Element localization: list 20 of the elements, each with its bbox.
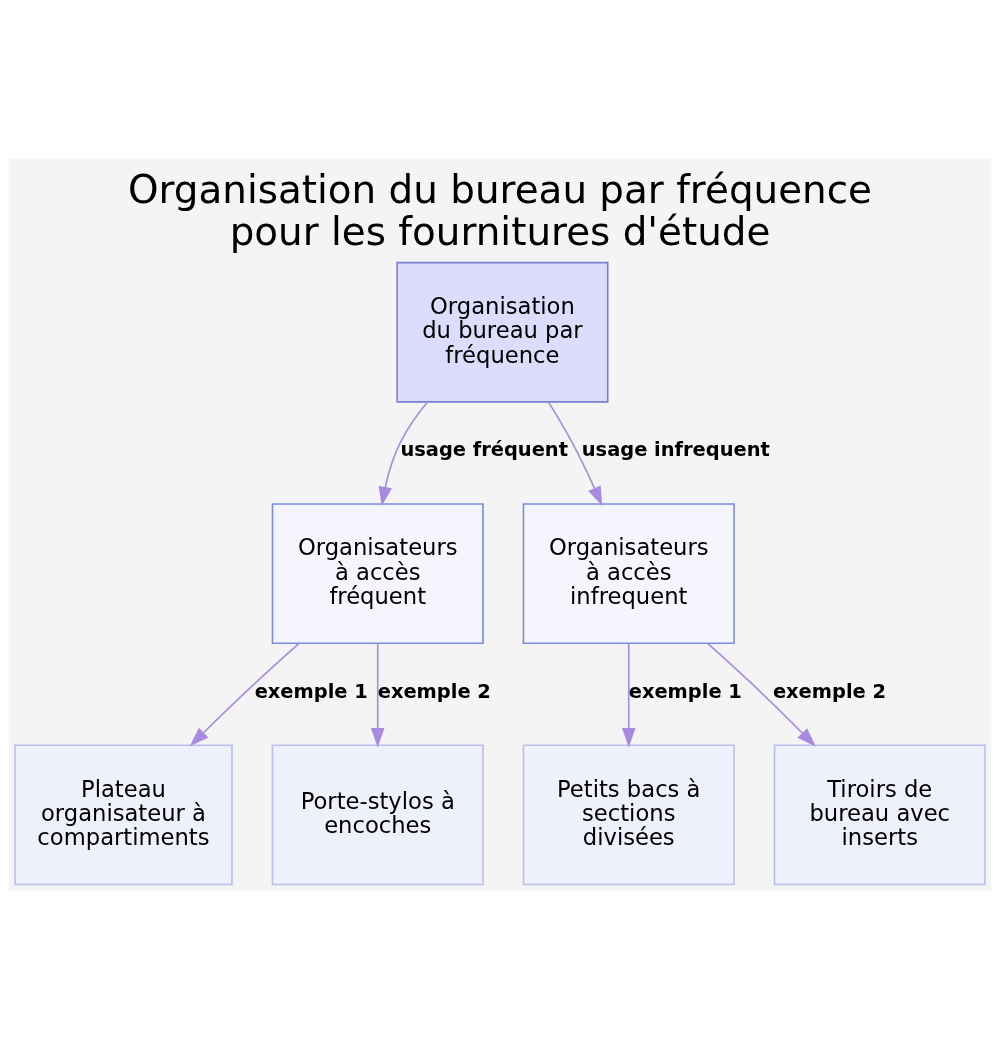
node-box: Petits bacs à sections divisées bbox=[522, 743, 735, 885]
edge-label: exemple 2 bbox=[772, 679, 887, 703]
edge-label: usage fréquent bbox=[400, 437, 568, 461]
arrow bbox=[547, 401, 603, 506]
arrow bbox=[706, 642, 816, 747]
diagram-title: Organisation du bureau par fréquence pour les fournitures d'étude bbox=[127, 166, 873, 254]
edge-label: exemple 1 bbox=[254, 679, 368, 703]
arrow bbox=[189, 642, 300, 746]
edge-label: usage infrequent bbox=[581, 437, 770, 461]
node-box: Plateau organisateur à compartiments bbox=[14, 743, 233, 885]
edge-label: exemple 2 bbox=[377, 679, 491, 703]
edge-label: exemple 1 bbox=[628, 679, 742, 703]
node-box: Organisateurs à accès infrequent bbox=[522, 502, 735, 644]
node-box: Organisateurs à accès fréquent bbox=[271, 502, 484, 644]
node-box: Tiroirs de bureau avec inserts bbox=[773, 743, 986, 885]
node-box: Porte-stylos à encoches bbox=[271, 743, 484, 885]
node-box: Organisation du bureau par fréquence bbox=[396, 261, 609, 403]
arrow bbox=[378, 401, 429, 506]
arrow bbox=[621, 642, 636, 747]
arrow bbox=[370, 642, 385, 747]
